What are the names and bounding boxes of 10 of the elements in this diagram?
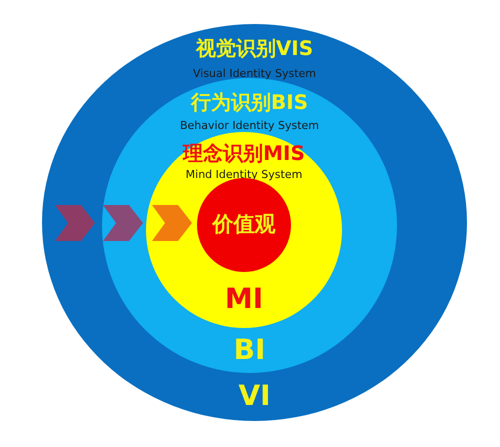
- ring-heading: 理念识别MIS: [183, 143, 305, 163]
- ring-heading: 视觉识别VIS: [196, 38, 314, 58]
- ring-subtitle: Behavior Identity System: [180, 120, 319, 131]
- ring-label: MI: [224, 285, 264, 313]
- ring-label: BI: [234, 336, 266, 364]
- circle-label: 价值观: [212, 214, 276, 235]
- ring-subtitle: Visual Identity System: [192, 68, 316, 79]
- ring-label: VI: [238, 382, 271, 410]
- ring-heading: 行为识别BIS: [190, 92, 308, 112]
- ring-subtitle: Mind Identity System: [186, 169, 302, 180]
